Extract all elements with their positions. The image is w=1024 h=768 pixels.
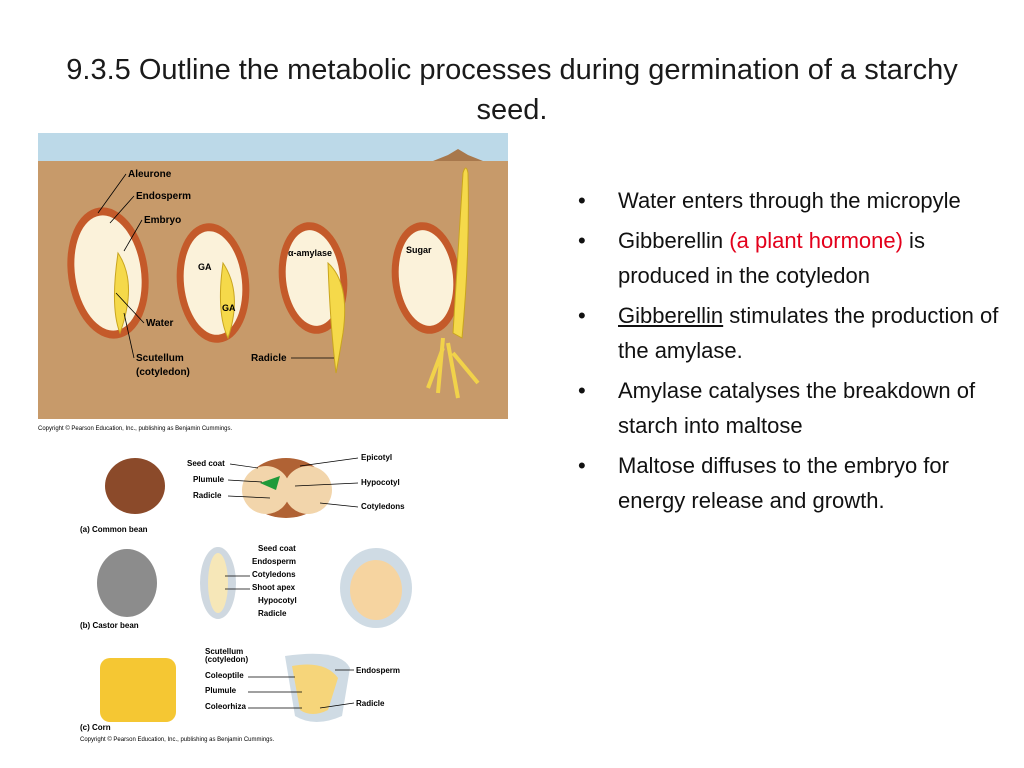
seed-3 — [278, 222, 348, 374]
figure-top-copyright: Copyright © Pearson Education, Inc., pub… — [38, 425, 233, 432]
bean-seed-coat: Seed coat — [187, 459, 225, 468]
leader-lines — [97, 173, 334, 359]
corn-whole — [100, 658, 176, 722]
seed-4 — [391, 167, 480, 399]
corn-coleoptile: Coleoptile — [205, 671, 244, 680]
label-cotyledon: (cotyledon) — [136, 367, 190, 378]
corn-coleorhiza: Coleorhiza — [205, 702, 246, 711]
corn-endosperm: Endosperm — [356, 666, 400, 675]
shoot — [452, 167, 469, 339]
label-water: Water — [146, 318, 174, 329]
bean-radicle: Radicle — [193, 491, 222, 500]
figure-bottom-copyright: Copyright © Pearson Education, Inc., pub… — [80, 736, 275, 743]
label-aleurone: Aleurone — [128, 169, 172, 180]
bean-hypocotyl: Hypocotyl — [361, 478, 400, 487]
corn-kernel — [100, 653, 350, 722]
seed-2 — [176, 223, 250, 343]
bottom-leader-lines — [225, 457, 359, 709]
label-embryo: Embryo — [144, 215, 181, 226]
bean-whole — [105, 458, 165, 514]
bullet-item: Maltose diffuses to the embryo for energ… — [578, 448, 1018, 518]
corn-plumule: Plumule — [205, 686, 237, 695]
label-endosperm: Endosperm — [136, 191, 191, 202]
bullet-item: Gibberellin (a plant hormone) is produce… — [578, 223, 1018, 293]
label-radicle: Radicle — [251, 353, 287, 364]
bean-caption: (a) Common bean — [80, 525, 148, 534]
slide-title: 9.3.5 Outline the metabolic processes du… — [66, 54, 958, 126]
germination-figure: Aleurone Endosperm Embryo Water Scutellu… — [38, 133, 508, 433]
corn-scutellum: Scutellum — [205, 647, 243, 656]
label-ga-1: GA — [198, 262, 212, 272]
corn-caption: (c) Corn — [80, 723, 111, 732]
common-bean — [105, 458, 332, 518]
bean-plumule: Plumule — [193, 475, 225, 484]
castor-bean — [97, 547, 412, 628]
roots — [426, 337, 480, 399]
bean-epicotyl: Epicotyl — [361, 453, 392, 462]
label-sugar: Sugar — [406, 245, 432, 255]
corn-cotyledon: (cotyledon) — [205, 655, 248, 664]
underlined-term: Gibberellin — [618, 303, 724, 328]
seed-structures-figure: Seed coat Plumule Radicle Epicotyl Hypoc… — [80, 453, 412, 743]
castor-caption: (b) Castor bean — [80, 621, 139, 630]
castor-seed-coat: Seed coat — [258, 544, 296, 553]
bullet-item: Gibberellin stimulates the production of… — [578, 298, 1018, 368]
corn-radicle: Radicle — [356, 699, 385, 708]
bean-cotyledons: Cotyledons — [361, 502, 405, 511]
castor-whole — [97, 549, 157, 617]
castor-endosperm: Endosperm — [252, 557, 296, 566]
label-amylase: α-amylase — [288, 248, 332, 258]
castor-radicle: Radicle — [258, 609, 287, 618]
bullet-list: Water enters through the micropyle Gibbe… — [578, 183, 1018, 523]
bullet-item: Amylase catalyses the breakdown of starc… — [578, 373, 1018, 443]
castor-shoot-apex: Shoot apex — [252, 583, 296, 592]
castor-cotyledons: Cotyledons — [252, 570, 296, 579]
hormone-highlight: (a plant hormone) — [729, 228, 903, 253]
sky — [38, 133, 508, 161]
castor-hypocotyl: Hypocotyl — [258, 596, 297, 605]
label-scutellum: Scutellum — [136, 353, 184, 364]
soil-mound — [433, 149, 483, 161]
label-ga-2: GA — [222, 303, 236, 313]
bullet-item: Water enters through the micropyle — [578, 183, 1018, 218]
